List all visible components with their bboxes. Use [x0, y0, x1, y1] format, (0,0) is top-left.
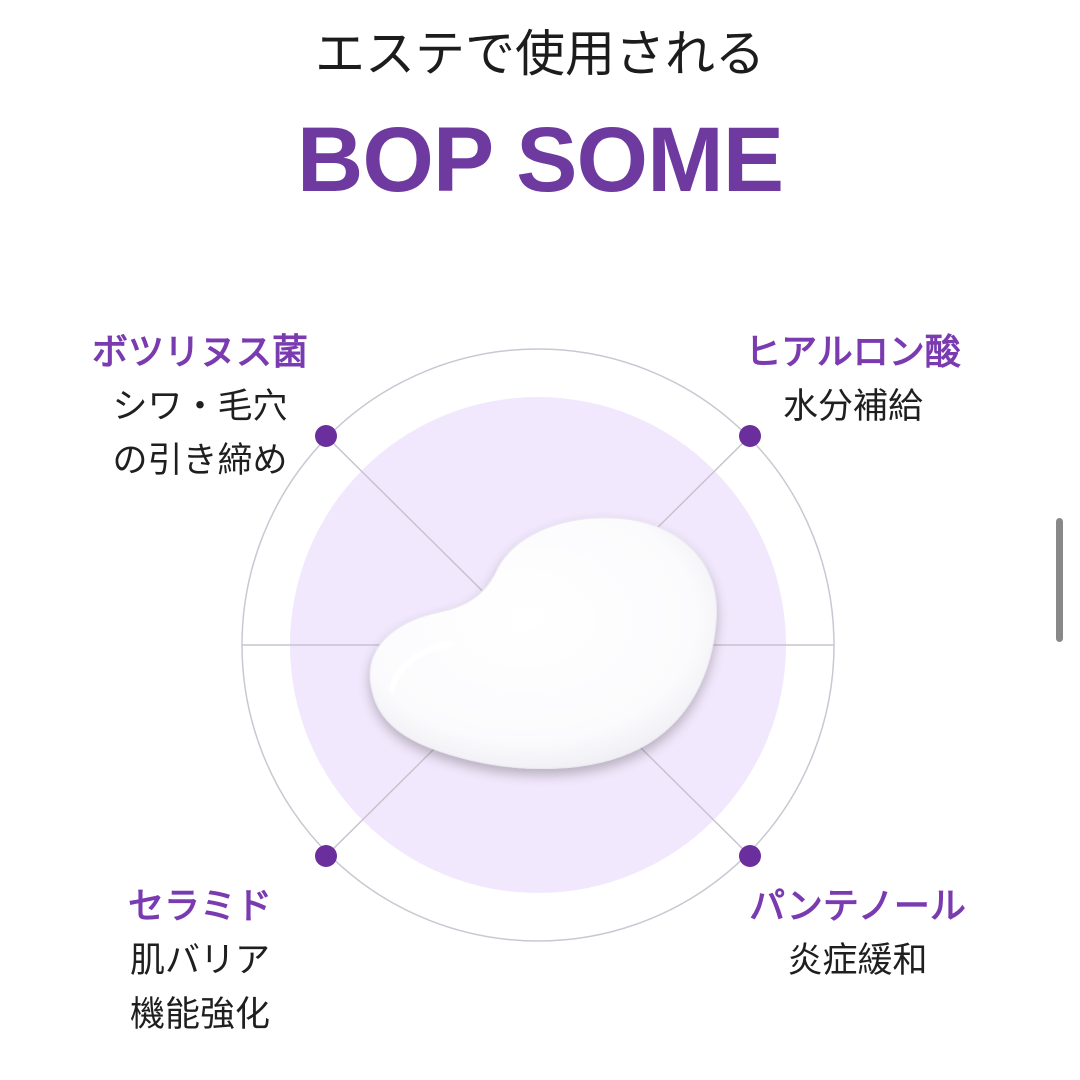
ingredient-name: ボツリヌス菌 [91, 332, 308, 373]
scrollbar[interactable] [1056, 518, 1063, 642]
ingredient-name: セラミド [127, 886, 272, 927]
ingredient-label-botulinum: ボツリヌス菌 シワ・毛穴 の引き締め [70, 326, 330, 488]
ingredient-benefit: 肌バリア [129, 941, 270, 981]
page-subtitle: エステで使用される [315, 25, 765, 83]
ingredient-benefit: の引き締め [112, 441, 288, 481]
ingredient-label-ceramide: セラミド 肌バリア 機能強化 [90, 880, 310, 1042]
marker-dot [739, 845, 761, 867]
ingredient-name: ヒアルロン酸 [745, 332, 961, 373]
marker-dot [739, 425, 761, 447]
brand-title: BOP SOME [296, 109, 784, 211]
ingredient-benefit: 機能強化 [129, 995, 270, 1035]
ingredient-label-panthenol: パンテノール 炎症緩和 [735, 880, 980, 988]
ingredient-benefit: 炎症緩和 [787, 941, 928, 981]
ingredient-label-hyaluronic: ヒアルロン酸 水分補給 [728, 326, 978, 434]
ingredient-name: パンテノール [749, 886, 966, 927]
ingredient-benefit: シワ・毛穴 [112, 387, 288, 427]
marker-dot [315, 425, 337, 447]
ingredient-benefit: 水分補給 [782, 387, 923, 427]
cream-blob-icon [369, 517, 718, 770]
marker-dot [315, 845, 337, 867]
